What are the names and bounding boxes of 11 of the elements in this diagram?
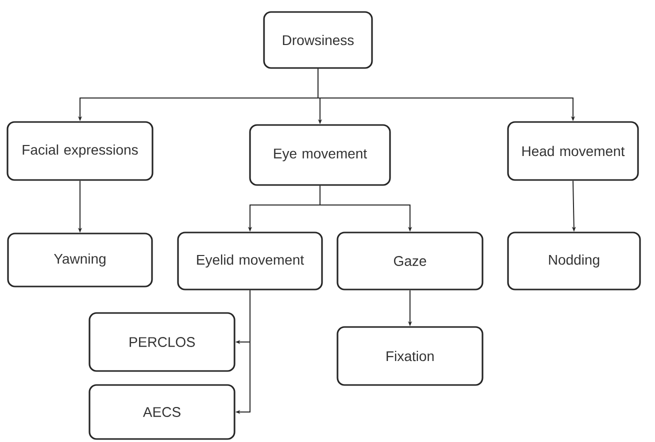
process-box: AECS [88, 384, 236, 440]
process-box: Yawning [7, 232, 153, 288]
process-box: PERCLOS [88, 312, 236, 372]
process-box: Nodding [507, 232, 641, 290]
process-box: Eyelid movement [177, 232, 323, 290]
process-box: Facial expressions [6, 121, 154, 181]
process-box: Fixation [336, 326, 484, 386]
process-box: Eye movement [249, 124, 391, 186]
process-box: Gaze [336, 232, 484, 290]
process-box: Drowsiness [263, 11, 373, 69]
process-box: Head movement [507, 121, 639, 181]
